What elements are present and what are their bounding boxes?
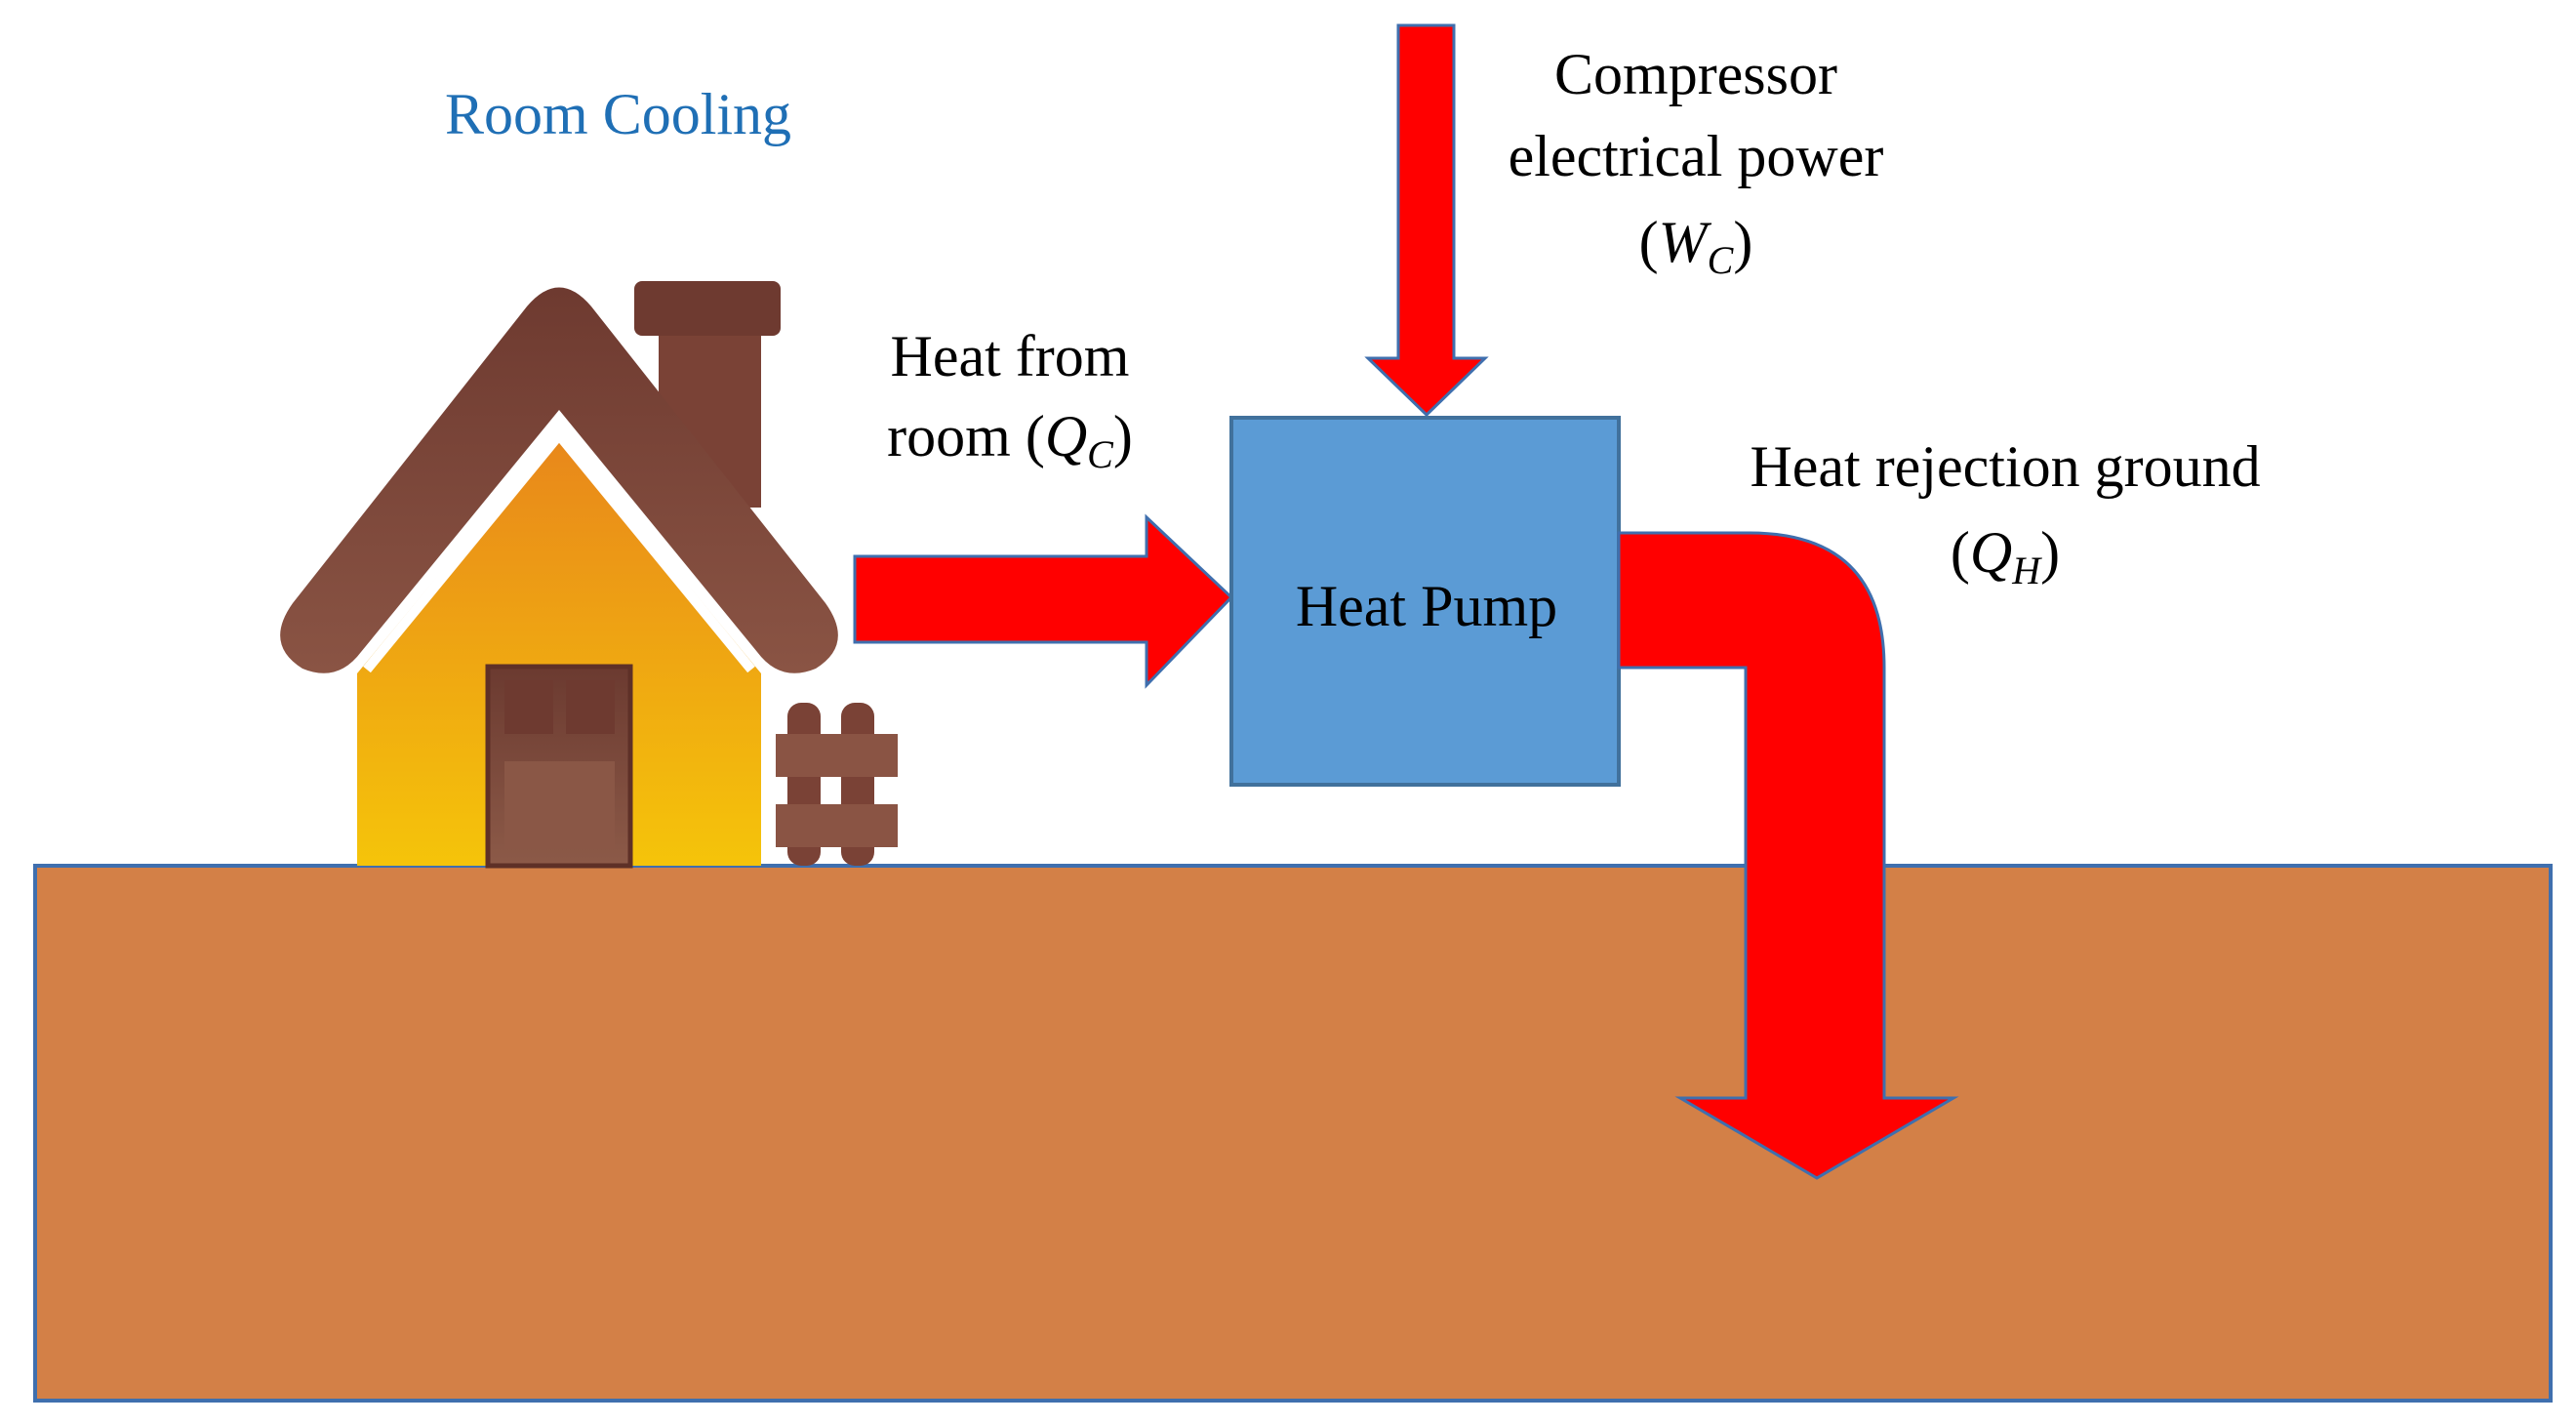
ground-block [33, 864, 2553, 1403]
heat-pump-label: Heat Pump [1296, 574, 1557, 638]
heat-rejection-symbol: (QH) [1951, 520, 2060, 592]
house-roof [280, 287, 838, 673]
compressor-symbol: (WC) [1639, 210, 1753, 282]
door-window-right [566, 680, 615, 734]
compressor-label-line1: Compressor [1554, 42, 1837, 106]
house-icon [280, 281, 898, 869]
fence-icon [776, 703, 898, 866]
roof-trim [363, 427, 755, 673]
chimney-cap [634, 281, 781, 336]
heat-pump-box [1229, 416, 1621, 787]
door-window-left [504, 680, 553, 734]
heat-from-room-arrow [853, 513, 1234, 689]
diagram-title: Room Cooling [445, 82, 791, 146]
compressor-power-arrow [1364, 23, 1489, 418]
heat-rejection-arrow [1617, 531, 1959, 1180]
heat-from-room-line1: Heat from [891, 324, 1130, 388]
compressor-label-line2: electrical power [1509, 124, 1884, 188]
heat-from-room-line2: room (QC) [887, 404, 1133, 476]
door-panel [504, 761, 615, 849]
house-wall [357, 429, 761, 866]
heat-rejection-line1: Heat rejection ground [1750, 434, 2260, 499]
